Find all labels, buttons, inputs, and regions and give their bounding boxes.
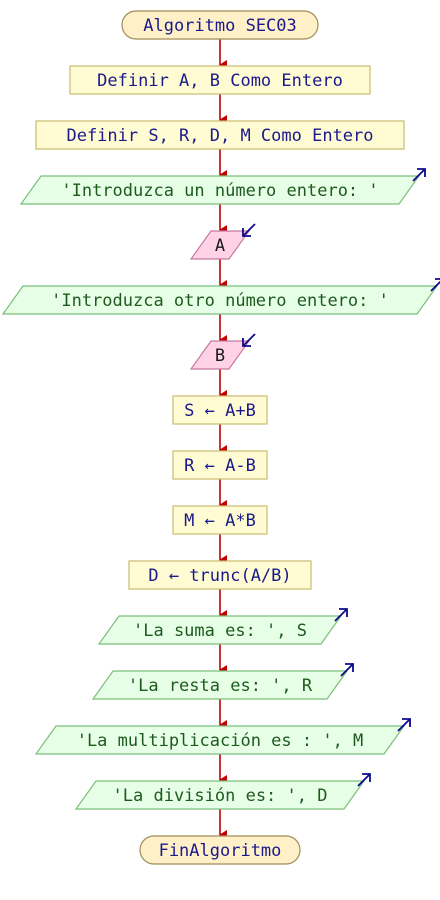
process-shape bbox=[69, 65, 371, 95]
node-label: Definir A, B Como Entero bbox=[97, 71, 343, 91]
node-label: R ← A-B bbox=[184, 456, 256, 476]
node-out5: 'La multiplicación es : ', M bbox=[34, 718, 411, 755]
output-arrow-icon bbox=[412, 168, 426, 182]
node-out1: 'Introduzca un número entero: ' bbox=[19, 168, 426, 205]
output-arrow-icon bbox=[357, 773, 371, 787]
process-shape bbox=[35, 120, 405, 150]
output-arrow-icon bbox=[334, 608, 348, 622]
output-shape bbox=[19, 175, 421, 205]
node-out3: 'La suma es: ', S bbox=[97, 608, 348, 645]
node-label: D ← trunc(A/B) bbox=[148, 566, 291, 586]
node-label: 'La suma es: ', S bbox=[133, 621, 307, 641]
node-sum: S ← A+B bbox=[172, 395, 268, 425]
process-shape bbox=[128, 560, 312, 590]
output-shape bbox=[1, 285, 439, 315]
process-shape bbox=[172, 505, 268, 535]
node-label: A bbox=[215, 236, 225, 256]
arrow-head-icon bbox=[362, 773, 371, 782]
node-inB: B bbox=[189, 333, 256, 370]
process-shape bbox=[172, 395, 268, 425]
terminal-shape bbox=[121, 10, 319, 40]
output-shape bbox=[74, 780, 366, 810]
process-shape bbox=[172, 450, 268, 480]
node-def2: Definir S, R, D, M Como Entero bbox=[35, 120, 405, 150]
node-label: B bbox=[215, 346, 225, 366]
output-arrow-icon bbox=[430, 280, 440, 292]
arrow-head-icon bbox=[402, 718, 411, 727]
arrow-head-icon bbox=[435, 278, 440, 280]
arrow-head-icon bbox=[242, 228, 251, 237]
node-res: R ← A-B bbox=[172, 450, 268, 480]
output-arrow-icon bbox=[340, 663, 354, 677]
node-out4: 'La resta es: ', R bbox=[91, 663, 354, 700]
node-out2: 'Introduzca otro número entero: ' bbox=[1, 278, 440, 315]
node-label: Algoritmo SEC03 bbox=[143, 16, 297, 36]
input-shape bbox=[189, 230, 251, 260]
terminal-shape bbox=[139, 835, 301, 865]
node-start: Algoritmo SEC03 bbox=[121, 10, 319, 40]
output-arrow-icon bbox=[397, 718, 411, 732]
node-label: FinAlgoritmo bbox=[159, 841, 282, 861]
output-shape bbox=[97, 615, 343, 645]
node-label: Definir S, R, D, M Como Entero bbox=[66, 126, 373, 146]
output-shape bbox=[91, 670, 349, 700]
node-div: D ← trunc(A/B) bbox=[128, 560, 312, 590]
node-mul: M ← A*B bbox=[172, 505, 268, 535]
node-label: M ← A*B bbox=[184, 511, 256, 531]
arrow-head-icon bbox=[242, 338, 251, 347]
node-end: FinAlgoritmo bbox=[139, 835, 301, 865]
node-inA: A bbox=[189, 223, 256, 260]
input-arrow-icon bbox=[242, 333, 256, 347]
node-label: 'La división es: ', D bbox=[113, 786, 328, 806]
node-label: 'La resta es: ', R bbox=[128, 676, 313, 696]
arrow-head-icon bbox=[417, 168, 426, 177]
node-out6: 'La división es: ', D bbox=[74, 773, 371, 810]
node-label: 'La multiplicación es : ', M bbox=[77, 731, 364, 751]
node-def1: Definir A, B Como Entero bbox=[69, 65, 371, 95]
input-shape bbox=[189, 340, 251, 370]
arrow-head-icon bbox=[339, 608, 348, 617]
output-shape bbox=[34, 725, 406, 755]
node-label: 'Introduzca otro número entero: ' bbox=[51, 291, 389, 311]
node-label: S ← A+B bbox=[184, 401, 256, 421]
input-arrow-icon bbox=[242, 223, 256, 237]
node-label: 'Introduzca un número entero: ' bbox=[61, 181, 378, 201]
arrow-head-icon bbox=[345, 663, 354, 672]
